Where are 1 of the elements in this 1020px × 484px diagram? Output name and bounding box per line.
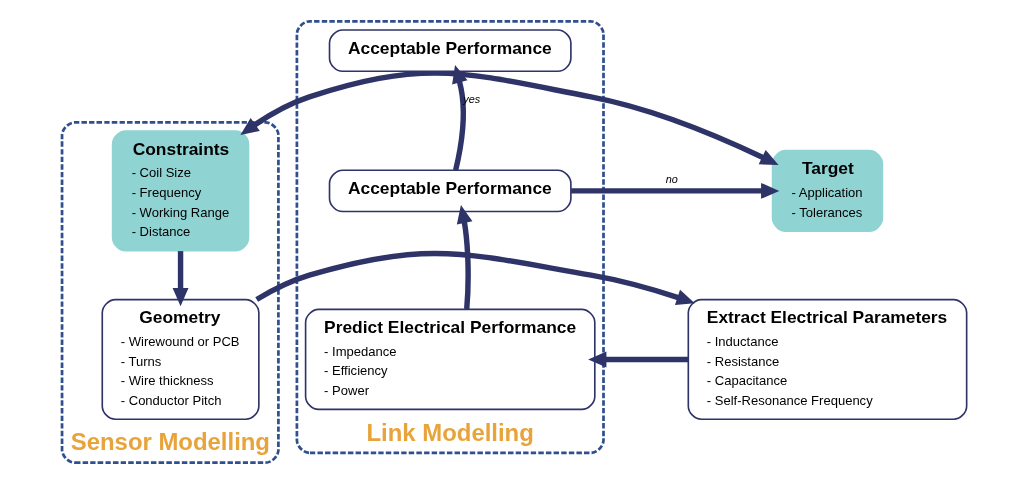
edge-label: no xyxy=(665,173,678,186)
